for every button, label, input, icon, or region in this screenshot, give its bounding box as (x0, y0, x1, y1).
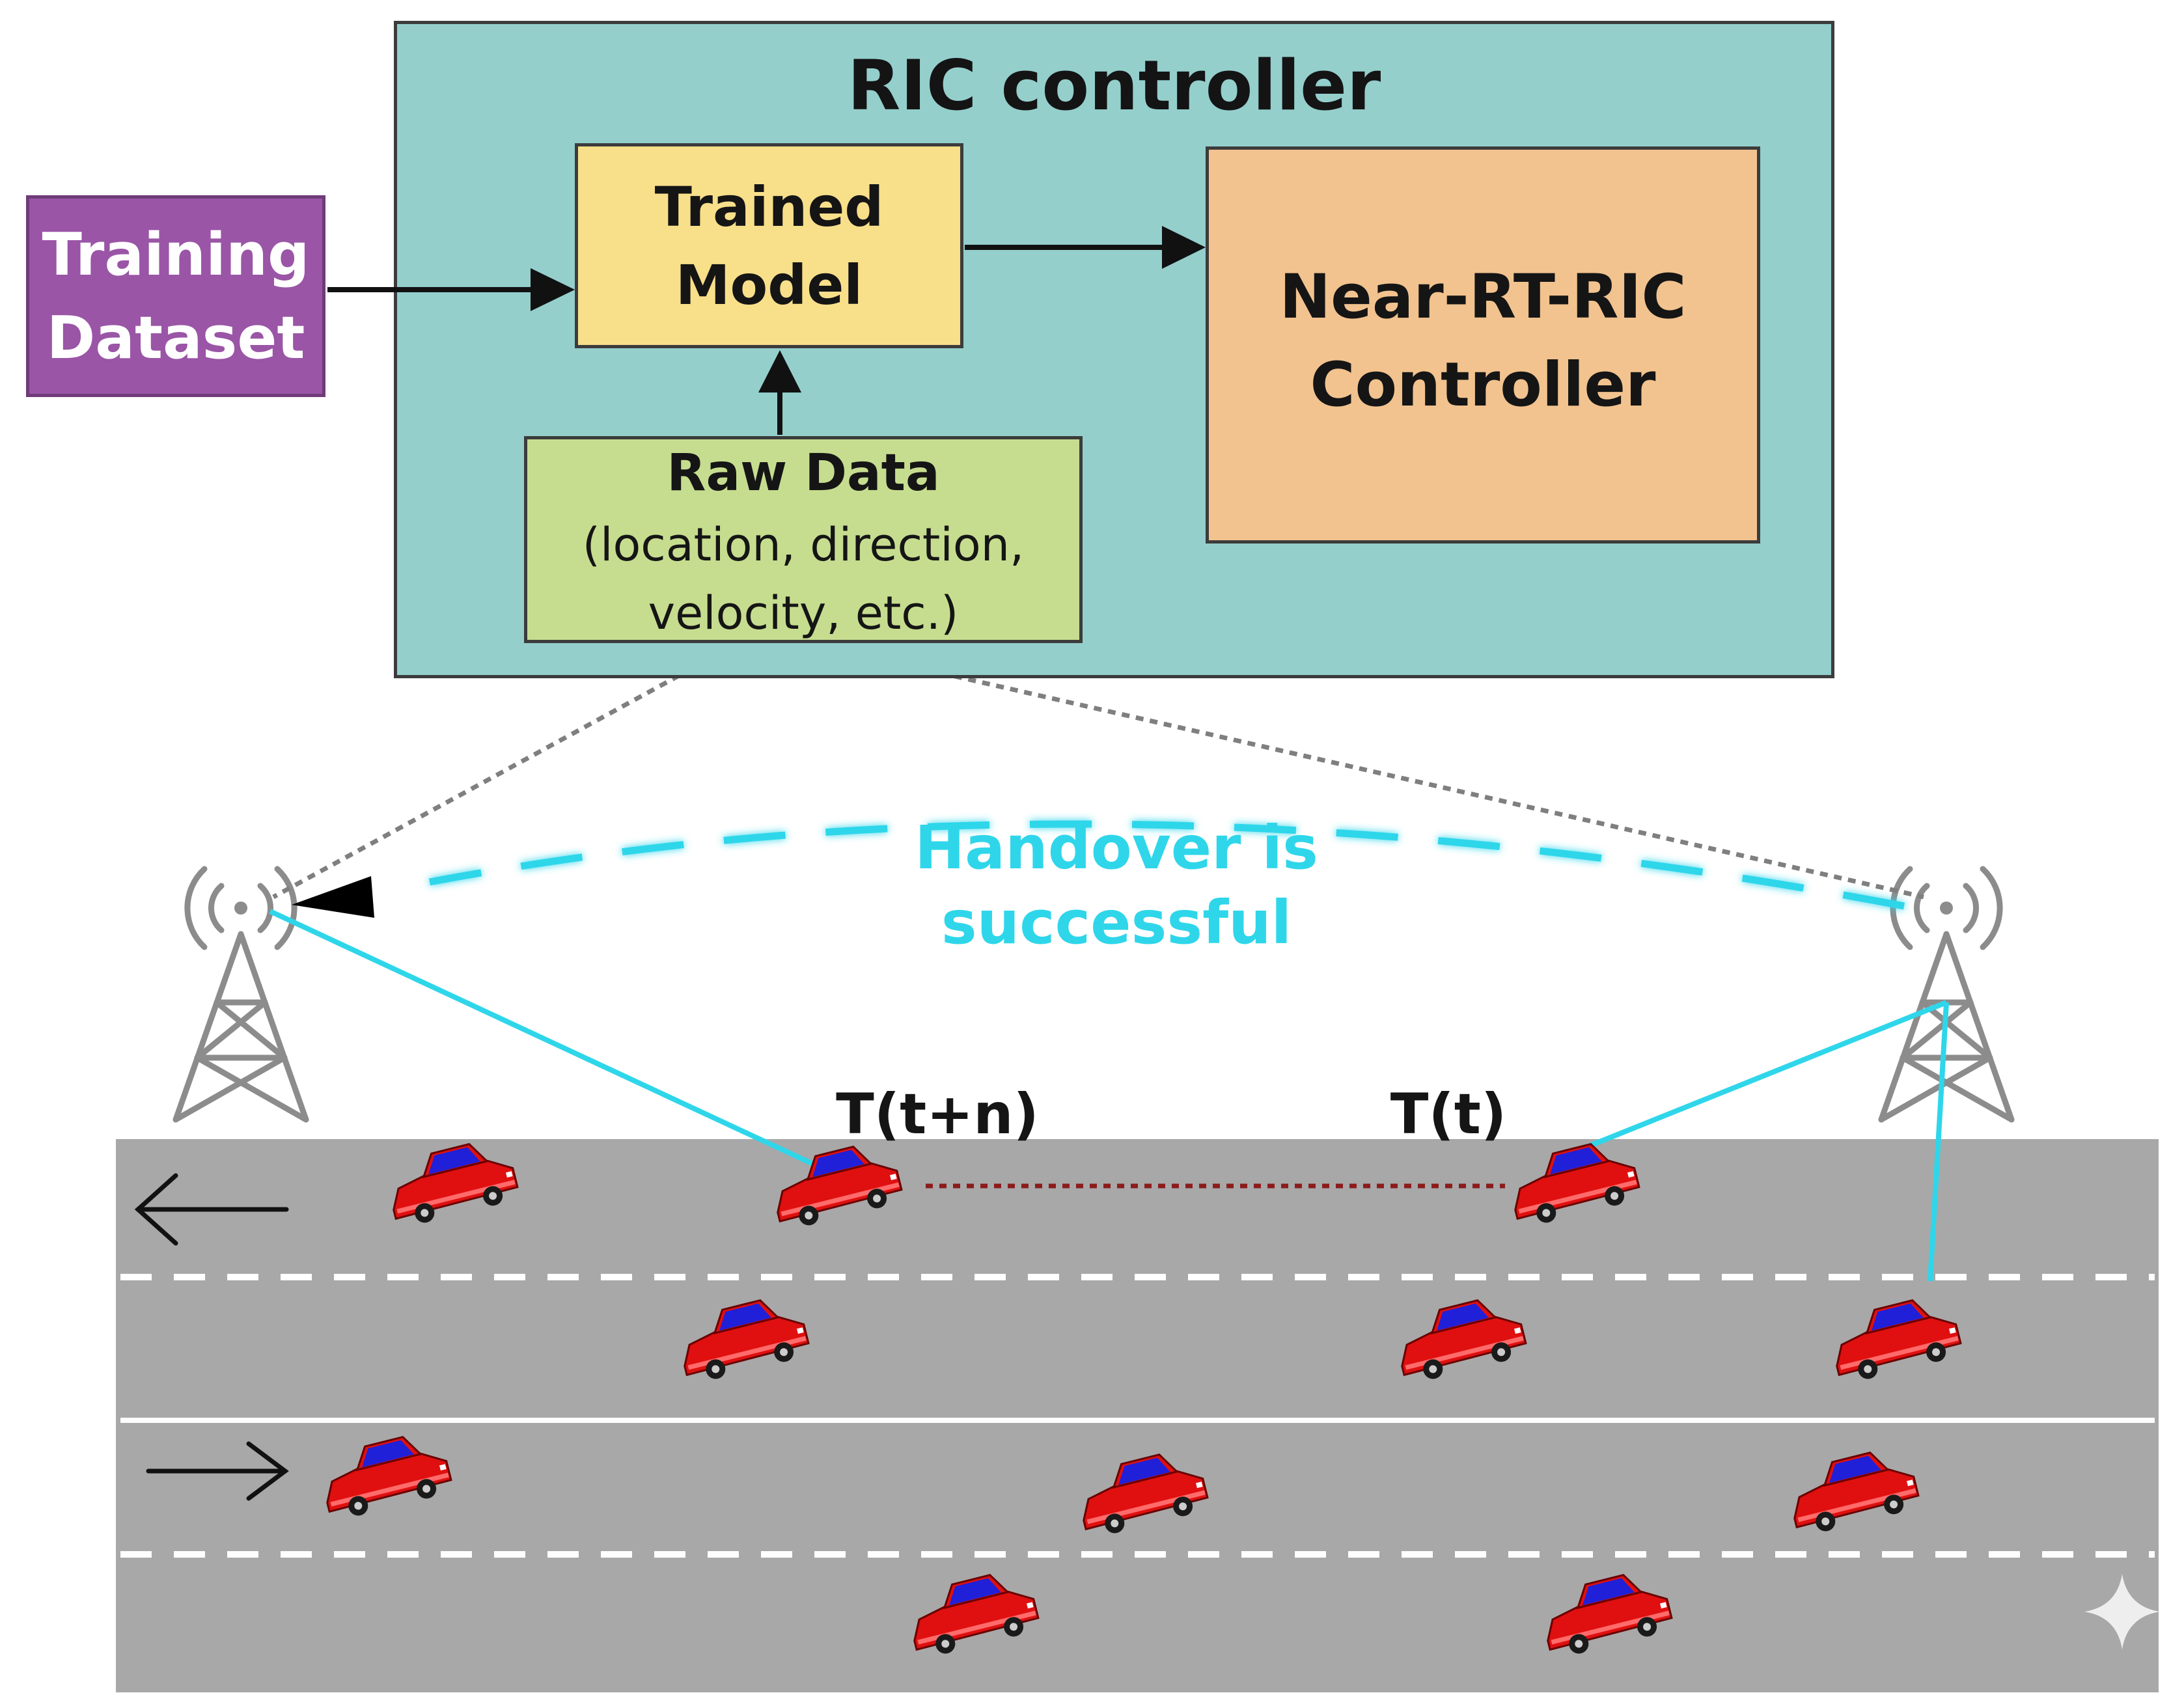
ric-controller-title: RIC controller (847, 45, 1381, 126)
near-rt-ric-line1: Near-RT-RIC (1279, 262, 1687, 333)
car-icon (1793, 1452, 1920, 1532)
near-rt-ric-controller-box (1206, 146, 1760, 544)
time-label-current: T(t) (1390, 1081, 1507, 1147)
near-rt-ric-line2: Controller (1310, 350, 1656, 421)
car-icon (326, 1436, 452, 1516)
arrow-right-icon (146, 1441, 289, 1501)
raw-data-title: Raw Data (667, 444, 940, 503)
training-dataset-line1: Training (42, 220, 310, 289)
signal-link-right-tower-to-car (1581, 1000, 1948, 1151)
car-icon (1514, 1143, 1640, 1223)
training-dataset-box (26, 195, 325, 397)
car-icon (1083, 1453, 1209, 1534)
signal-link-right-tower-to-lane-car (1928, 1002, 1949, 1282)
car-icon (1836, 1299, 1962, 1379)
sparkle-icon (2084, 1574, 2160, 1649)
time-label-future: T(t+n) (836, 1081, 1039, 1147)
raw-data-box (524, 436, 1083, 643)
handover-arc (428, 820, 1905, 910)
car-icon (393, 1143, 519, 1223)
trained-model-line2: Model (675, 253, 863, 317)
raw-data-line2: velocity, etc.) (648, 586, 959, 640)
control-link-right-tower (800, 639, 1924, 900)
cell-tower-icon (1878, 866, 2015, 1123)
training-dataset-line2: Dataset (46, 303, 305, 372)
car-icon (777, 1146, 903, 1226)
raw-data-line1: (location, direction, (582, 518, 1025, 572)
signal-link-left-tower-to-car (269, 909, 838, 1178)
control-link-left-tower (272, 639, 743, 900)
car-icon (1547, 1574, 1673, 1654)
road (116, 1139, 2159, 1692)
cell-tower-icon (173, 866, 309, 1123)
arrow-left-icon (134, 1173, 289, 1246)
handover-arrowhead (292, 876, 374, 918)
handover-label: Handover is successful (915, 813, 1318, 957)
car-icon (1401, 1299, 1527, 1379)
trained-model-box (575, 143, 963, 348)
car-icon (684, 1299, 810, 1379)
trained-model-line1: Trained (654, 174, 884, 239)
car-icon (913, 1574, 1040, 1654)
